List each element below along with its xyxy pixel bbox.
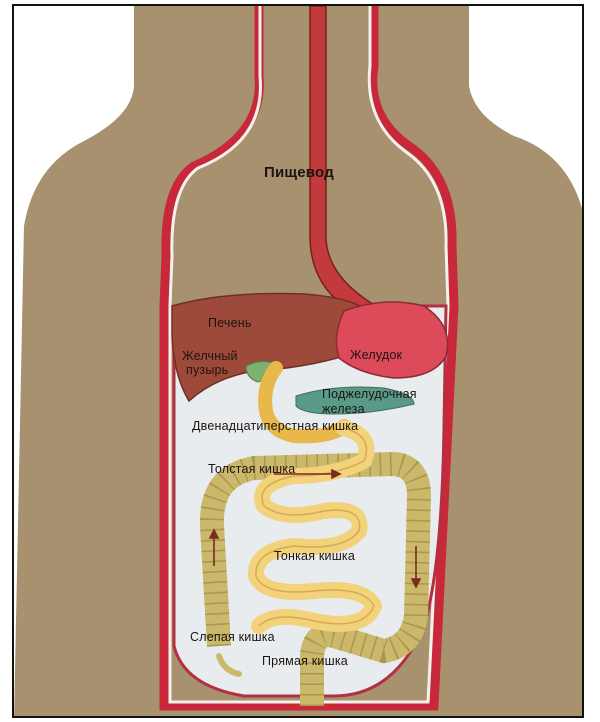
label-cecum: Слепая кишка <box>190 630 275 644</box>
label-rectum: Прямая кишка <box>262 654 348 668</box>
digestive-system-illustration <box>14 6 584 718</box>
label-gallbladder-line1: Желчный <box>182 349 238 363</box>
label-pancreas-line1: Поджелудочная <box>322 387 417 401</box>
label-pancreas-line2: железа <box>322 402 365 416</box>
label-esophagus: Пищевод <box>264 166 334 180</box>
label-large-intestine: Толстая кишка <box>208 462 295 476</box>
stomach <box>336 302 447 378</box>
label-duodenum: Двенадцатиперстная кишка <box>192 419 358 433</box>
label-gallbladder-line2: пузырь <box>186 363 228 377</box>
label-stomach: Желудок <box>350 348 402 362</box>
label-small-intestine: Тонкая кишка <box>274 549 355 563</box>
anatomy-diagram: Пищевод Печень Желчный пузырь Желудок По… <box>12 4 584 718</box>
label-liver: Печень <box>208 316 252 330</box>
